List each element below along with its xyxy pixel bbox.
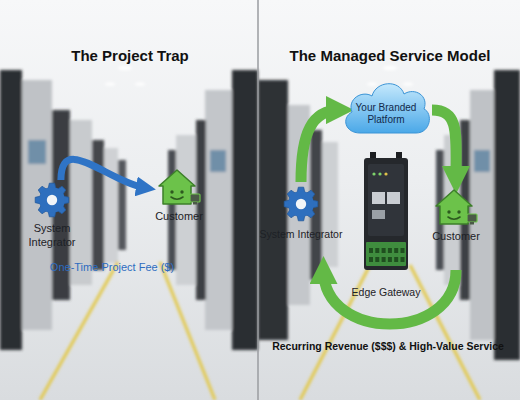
text-stack: Customer [424,230,488,244]
gear-body [39,187,65,213]
terminal-slot [382,257,386,262]
terminal-slot [382,248,386,253]
ethernet-port [372,192,385,204]
gear-teeth [35,183,69,217]
panel-title: The Managed Service Model [270,47,510,65]
terminal-slot [401,248,405,253]
customer-node: Customer [424,180,488,270]
house-smile [448,217,460,219]
house-eye [447,210,450,213]
node-label: Customer [424,230,488,244]
platform-cloud: Your Branded Platform [340,76,432,138]
house-monitor-stand [193,202,197,205]
house-smile [171,197,183,199]
flow-arrow [61,159,146,188]
text-stack: System Integrator [256,228,346,241]
house-icon [434,188,478,226]
text-stack: Your Branded Platform [350,96,422,132]
house-monitor [190,194,200,202]
gateway-panel [368,164,404,236]
node-label: System Integrator [256,228,346,241]
usb-port [372,210,385,219]
terminal-slot [394,257,398,262]
left-factory-hall [0,66,258,400]
status-led [378,172,381,175]
gear-body [288,191,314,217]
house-eye [180,190,183,193]
flow-arrow [432,110,456,180]
status-led [372,172,375,175]
gateway-case [364,158,408,270]
fee-note: One-Time Project Fee ($) [27,261,197,274]
terminal-slot [375,257,379,262]
terminal-slot [369,248,373,253]
text-stack: Edge Gateway [346,286,426,299]
text-stack: System Integrator [15,222,89,250]
customer-node: Customer [146,160,212,240]
gear-teeth [284,187,318,221]
house-eye [170,190,173,193]
panel-title: The Project Trap [20,47,240,65]
ethernet-port [387,192,400,204]
terminal-slot [388,248,392,253]
terminal-slot [401,257,405,262]
device-icon [364,152,408,270]
integrator-node: System Integrator [256,182,346,270]
terminal-block [366,242,406,266]
panel-divider [257,0,259,400]
house-eye [457,210,460,213]
integrator-node: System Integrator [15,180,89,252]
status-led [384,172,387,175]
house-monitor-stand [470,222,474,225]
gear-hole [296,199,306,209]
flow-arrow [301,110,340,182]
node-label: Edge Gateway [346,286,426,299]
house-icon [157,168,201,206]
gear-icon [34,182,70,218]
terminal-slot [394,248,398,253]
terminal-slot [388,257,392,262]
gateway-node: Edge Gateway [346,152,426,304]
node-label: System Integrator [15,222,89,250]
terminal-slot [375,248,379,253]
gear-icon [283,186,319,222]
flow-arrow [324,270,457,324]
revenue-note: Recurring Revenue ($$$) & High-Value Ser… [248,340,520,353]
text-stack: Customer [146,210,212,224]
terminal-slot [369,257,373,262]
gear-hole [47,195,57,205]
node-label: Customer [146,210,212,224]
house-monitor [467,214,477,222]
node-label: Your Branded Platform [350,102,422,127]
cloud-shape [346,84,430,133]
